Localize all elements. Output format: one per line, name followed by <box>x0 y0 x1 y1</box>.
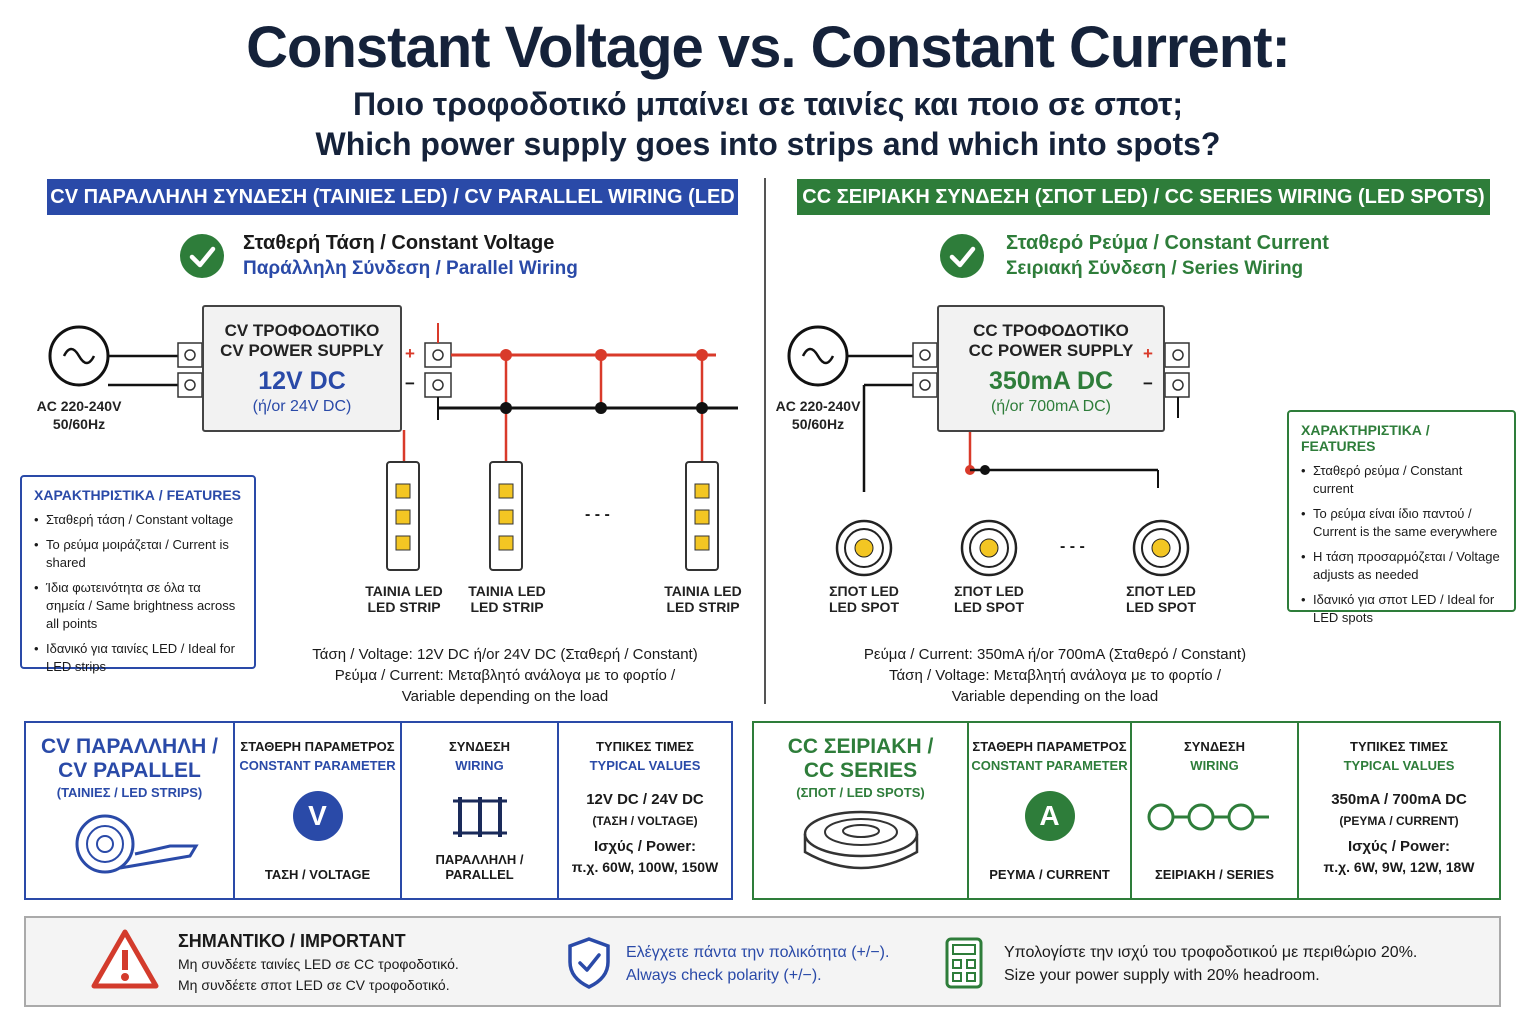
cc-features-box: ΧΑΡΑΚΤΗΡΙΣΤΙΚΑ / FEATURES Σταθερό ρεύμα … <box>1287 410 1516 625</box>
cc-param-cell: ΣΤΑΘΕΡΗ ΠΑΡΑΜΕΤΡΟΣ CONSTANT PARAMETER A … <box>967 723 1130 898</box>
cv-wiring-cell: ΣΥΝΔΕΣΗ WIRING ΠΑΡΑΛΛΗΛΗ / PARALLEL <box>400 723 557 898</box>
cv-minus-sign: − <box>405 374 415 393</box>
cc-led-spot-icon <box>960 519 1018 577</box>
cv-led-strip-icon <box>489 461 523 571</box>
cc-subheading: Σειριακή Σύνδεση / Series Wiring <box>1006 258 1304 279</box>
cv-banner: CV ΠΑΡΑΛΛΗΛΗ ΣΥΝΔΕΣΗ (ΤΑΙΝΙΕΣ LED) / CV … <box>47 179 738 244</box>
important-line-1: Μη συνδέετε ταινίες LED σε CC τροφοδοτικ… <box>178 956 459 972</box>
calculator-icon <box>945 937 983 989</box>
cv-param-cell: ΣΤΑΘΕΡΗ ΠΑΡΑΜΕΤΡΟΣ CONSTANT PARAMETER V … <box>233 723 400 898</box>
polarity-line-gr: Ελέγχετε πάντα την πολικότητα (+/−). <box>626 944 890 961</box>
cv-features-box: ΧΑΡΑΚΤΗΡΙΣΤΙΚΑ / FEATURES Σταθερή τάση /… <box>20 475 256 674</box>
cv-led-strip-icon <box>386 461 420 571</box>
center-divider <box>764 178 766 704</box>
cv-led-strip-icon <box>685 461 719 571</box>
cv-table-title-cell: CV ΠΑΡΑΛΛΗΛΗ / CV PAPALLEL (ΤΑΙΝΙΕΣ / LE… <box>26 723 233 898</box>
cc-wiring-cell: ΣΥΝΔΕΣΗ WIRING ΣΕΙΡΙΑΚΗ / SERIES <box>1130 723 1297 898</box>
cc-heading: Σταθερό Ρεύμα / Constant Current <box>1006 232 1329 254</box>
feature-item: Ίδια φωτεινότητα σε όλα τα σημεία / Same… <box>34 579 242 633</box>
feature-item: Σταθερό ρεύμα / Constant current <box>1301 462 1502 498</box>
page-title: Constant Voltage vs. Constant Current: <box>246 15 1291 80</box>
cv-subheading: Παράλληλη Σύνδεση / Parallel Wiring <box>243 258 578 279</box>
feature-item: Το ρεύμα μοιράζεται / Current is shared <box>34 536 242 572</box>
cc-plus-sign: + <box>1143 344 1153 363</box>
cc-led-spot-icon <box>1132 519 1190 577</box>
cv-summary-table: CV ΠΑΡΑΛΛΗΛΗ / CV PAPALLEL (ΤΑΙΝΙΕΣ / LE… <box>24 721 733 900</box>
cc-minus-sign: − <box>1143 374 1153 393</box>
headroom-line-en: Size your power supply with 20% headroom… <box>1004 967 1320 984</box>
subtitle-greek: Ποιο τροφοδοτικό μπαίνει σε ταινίες και … <box>352 86 1184 122</box>
feature-item: Σταθερή τάση / Constant voltage <box>34 511 242 529</box>
headroom-line-gr: Υπολογίστε την ισχύ του τροφοδοτικού με … <box>1004 944 1418 961</box>
warning-icon <box>91 929 159 989</box>
parallel-wiring-icon <box>452 797 507 837</box>
cc-table-title-cell: CC ΣΕΙΡΙΑΚΗ / CC SERIES (ΣΠΟΤ / LED SPOT… <box>754 723 967 898</box>
cc-ac-source-icon <box>787 325 849 387</box>
cv-continuation: - - - <box>585 506 610 523</box>
important-line-2: Μη συνδέετε σποτ LED σε CV τροφοδοτικό. <box>178 977 450 993</box>
series-wiring-icon <box>1147 803 1269 831</box>
cv-caption: Τάση / Voltage: 12V DC ή/or 24V DC (Σταθ… <box>312 646 698 705</box>
cc-continuation: - - - <box>1060 538 1085 555</box>
feature-item: Ιδανικό για ταινίες LED / Ideal for LED … <box>34 640 242 676</box>
polarity-line-en: Always check polarity (+/−). <box>626 967 822 984</box>
current-symbol-icon: A <box>1024 791 1075 841</box>
cc-led-spot-icon <box>835 519 893 577</box>
cc-caption: Ρεύμα / Current: 350mA ή/or 700mA (Σταθε… <box>863 646 1247 705</box>
check-icon <box>180 234 224 278</box>
important-title: ΣΗΜΑΝΤΙΚΟ / IMPORTANT <box>178 931 406 951</box>
feature-item: Η τάση προσαρμόζεται / Voltage adjusts a… <box>1301 548 1502 584</box>
voltage-symbol-icon: V <box>292 791 343 841</box>
cc-typical-cell: ΤΥΠΙΚΕΣ ΤΙΜΕΣ TYPICAL VALUES 350mA / 700… <box>1297 723 1499 898</box>
cv-plus-sign: + <box>405 344 415 363</box>
cv-heading: Σταθερή Τάση / Constant Voltage <box>243 232 555 254</box>
check-icon <box>940 234 984 278</box>
led-spot-disc-icon <box>803 810 918 870</box>
cv-ac-source-icon <box>48 325 110 387</box>
cc-power-supply: CC ΤΡΟΦΟΔΟΤΙΚΟ CC POWER SUPPLY 350mA DC … <box>937 305 1165 432</box>
cc-banner: CC ΣΕΙΡΙΑΚΗ ΣΥΝΔΕΣΗ (ΣΠΟΤ LED) / CC SERI… <box>797 179 1490 215</box>
cv-typical-cell: ΤΥΠΙΚΕΣ ΤΙΜΕΣ TYPICAL VALUES 12V DC / 24… <box>557 723 731 898</box>
cv-power-supply: CV ΤΡΟΦΟΔΟΤΙΚΟ CV POWER SUPPLY 12V DC (ή… <box>202 305 402 432</box>
important-panel: ΣΗΜΑΝΤΙΚΟ / IMPORTANT Μη συνδέετε ταινίε… <box>24 916 1501 1007</box>
feature-item: Ιδανικό για σποτ LED / Ideal for LED spo… <box>1301 591 1502 627</box>
led-strip-reel-icon <box>75 814 199 874</box>
cc-summary-table: CC ΣΕΙΡΙΑΚΗ / CC SERIES (ΣΠΟΤ / LED SPOT… <box>752 721 1501 900</box>
feature-item: Το ρεύμα είναι ίδιο παντού / Current is … <box>1301 505 1502 541</box>
shield-check-icon <box>568 937 610 989</box>
subtitle-english: Which power supply goes into strips and … <box>315 126 1221 162</box>
